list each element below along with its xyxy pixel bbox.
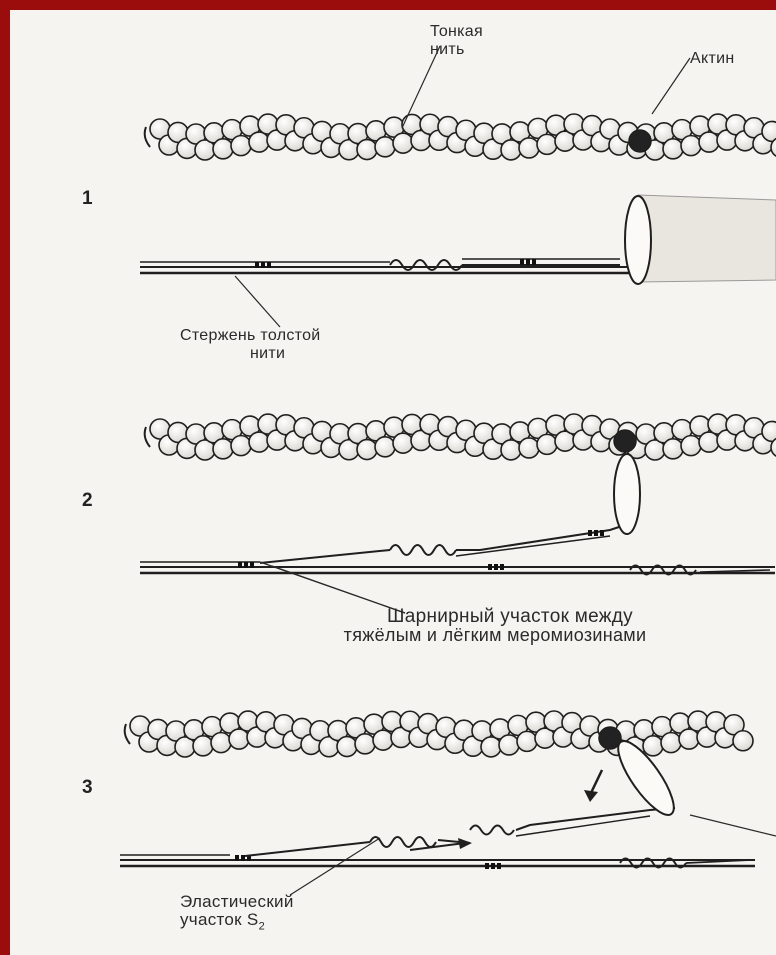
actin-monomer: [375, 437, 395, 457]
leader-line: [690, 815, 776, 836]
actin-monomer: [501, 440, 521, 460]
actin-monomer: [643, 736, 663, 756]
rod-mark: [250, 562, 254, 568]
sliding-arrow: [410, 843, 465, 850]
actin-monomer: [393, 433, 413, 453]
actin-monomer: [357, 440, 377, 460]
thin-filament-3: [125, 711, 753, 757]
rod-mark: [588, 530, 592, 536]
actin-monomer: [373, 730, 393, 750]
actin-monomer: [681, 436, 701, 456]
actin-monomer: [393, 133, 413, 153]
actin-monomer: [699, 432, 719, 452]
elastic-s2-segment: [470, 826, 514, 835]
rod-mark: [600, 530, 604, 536]
rod-mark: [497, 863, 501, 869]
actin-monomer: [355, 734, 375, 754]
elastic-s2-segment: [390, 260, 462, 270]
actin-monomer: [663, 439, 683, 459]
leader-line: [235, 276, 280, 327]
head-shadow: [638, 195, 776, 282]
elastic-s2-segment: [390, 545, 456, 555]
actin-monomer: [762, 421, 776, 441]
rod-mark: [500, 564, 504, 570]
actin-monomer: [213, 439, 233, 459]
rod-mark: [244, 562, 248, 568]
myosin-head-1: [625, 196, 651, 284]
actin-monomer: [699, 132, 719, 152]
actin-monomer: [231, 436, 251, 456]
actin-monomer: [679, 729, 699, 749]
rod-mark: [235, 855, 239, 861]
actin-monomer: [663, 139, 683, 159]
rod-mark: [520, 259, 524, 265]
rod-mark: [488, 564, 492, 570]
rod-mark: [594, 530, 598, 536]
thin-filament-1: [145, 114, 776, 160]
actin-monomer: [375, 137, 395, 157]
rod-mark: [267, 262, 271, 268]
arrow-head: [458, 838, 472, 849]
actin-monomer: [517, 731, 537, 751]
rod-mark: [261, 262, 265, 268]
thick-rod-label: Стержень толстой нити: [180, 327, 321, 363]
actin-monomer: [481, 737, 501, 757]
hinge-label: Шарнирный участок между тяжёлым и лёгким…: [215, 608, 775, 644]
leader-line: [652, 58, 690, 114]
panel-number-2: 2: [82, 490, 93, 512]
actin-monomer: [499, 735, 519, 755]
thin-filament-2: [145, 414, 776, 460]
thin-filament-label: Тонкая нить: [430, 23, 483, 59]
actin-monomer: [661, 733, 681, 753]
actin-monomer: [213, 139, 233, 159]
actin-monomer: [337, 737, 357, 757]
rod-mark: [532, 259, 536, 265]
actin-monomer: [357, 140, 377, 160]
actin-binding-site: [614, 430, 636, 452]
actin-monomer: [537, 434, 557, 454]
rod-mark: [241, 855, 245, 861]
rod-mark: [491, 863, 495, 869]
actin-monomer: [519, 138, 539, 158]
diagram-frame: Тонкая нить Актин Стержень толстой нити …: [10, 10, 776, 955]
myosin-cross-bridge-diagram: [10, 10, 776, 955]
actin-monomer: [681, 136, 701, 156]
panel-number-1: 1: [82, 188, 93, 210]
actin-monomer: [501, 140, 521, 160]
actin-monomer: [193, 736, 213, 756]
rod-mark: [526, 259, 530, 265]
rod-mark: [238, 562, 242, 568]
elastic-s2-label: Эластический участок S2: [180, 893, 294, 935]
rod-mark: [255, 262, 259, 268]
thick-filament-2: [140, 526, 775, 575]
myosin-head-2: [614, 454, 640, 534]
actin-monomer: [733, 731, 753, 751]
actin-monomer: [249, 432, 269, 452]
rod-mark: [485, 863, 489, 869]
actin-monomer: [231, 136, 251, 156]
actin-monomer: [249, 132, 269, 152]
arrow-head: [584, 790, 598, 802]
actin-label: Актин: [690, 50, 734, 68]
actin-monomer: [229, 729, 249, 749]
thick-filament-3: [120, 808, 755, 869]
actin-monomer: [519, 438, 539, 458]
actin-binding-site: [629, 130, 651, 152]
actin-monomer: [537, 134, 557, 154]
actin-monomer: [762, 121, 776, 141]
panel-number-3: 3: [82, 777, 93, 799]
rod-mark: [494, 564, 498, 570]
actin-monomer: [211, 733, 231, 753]
